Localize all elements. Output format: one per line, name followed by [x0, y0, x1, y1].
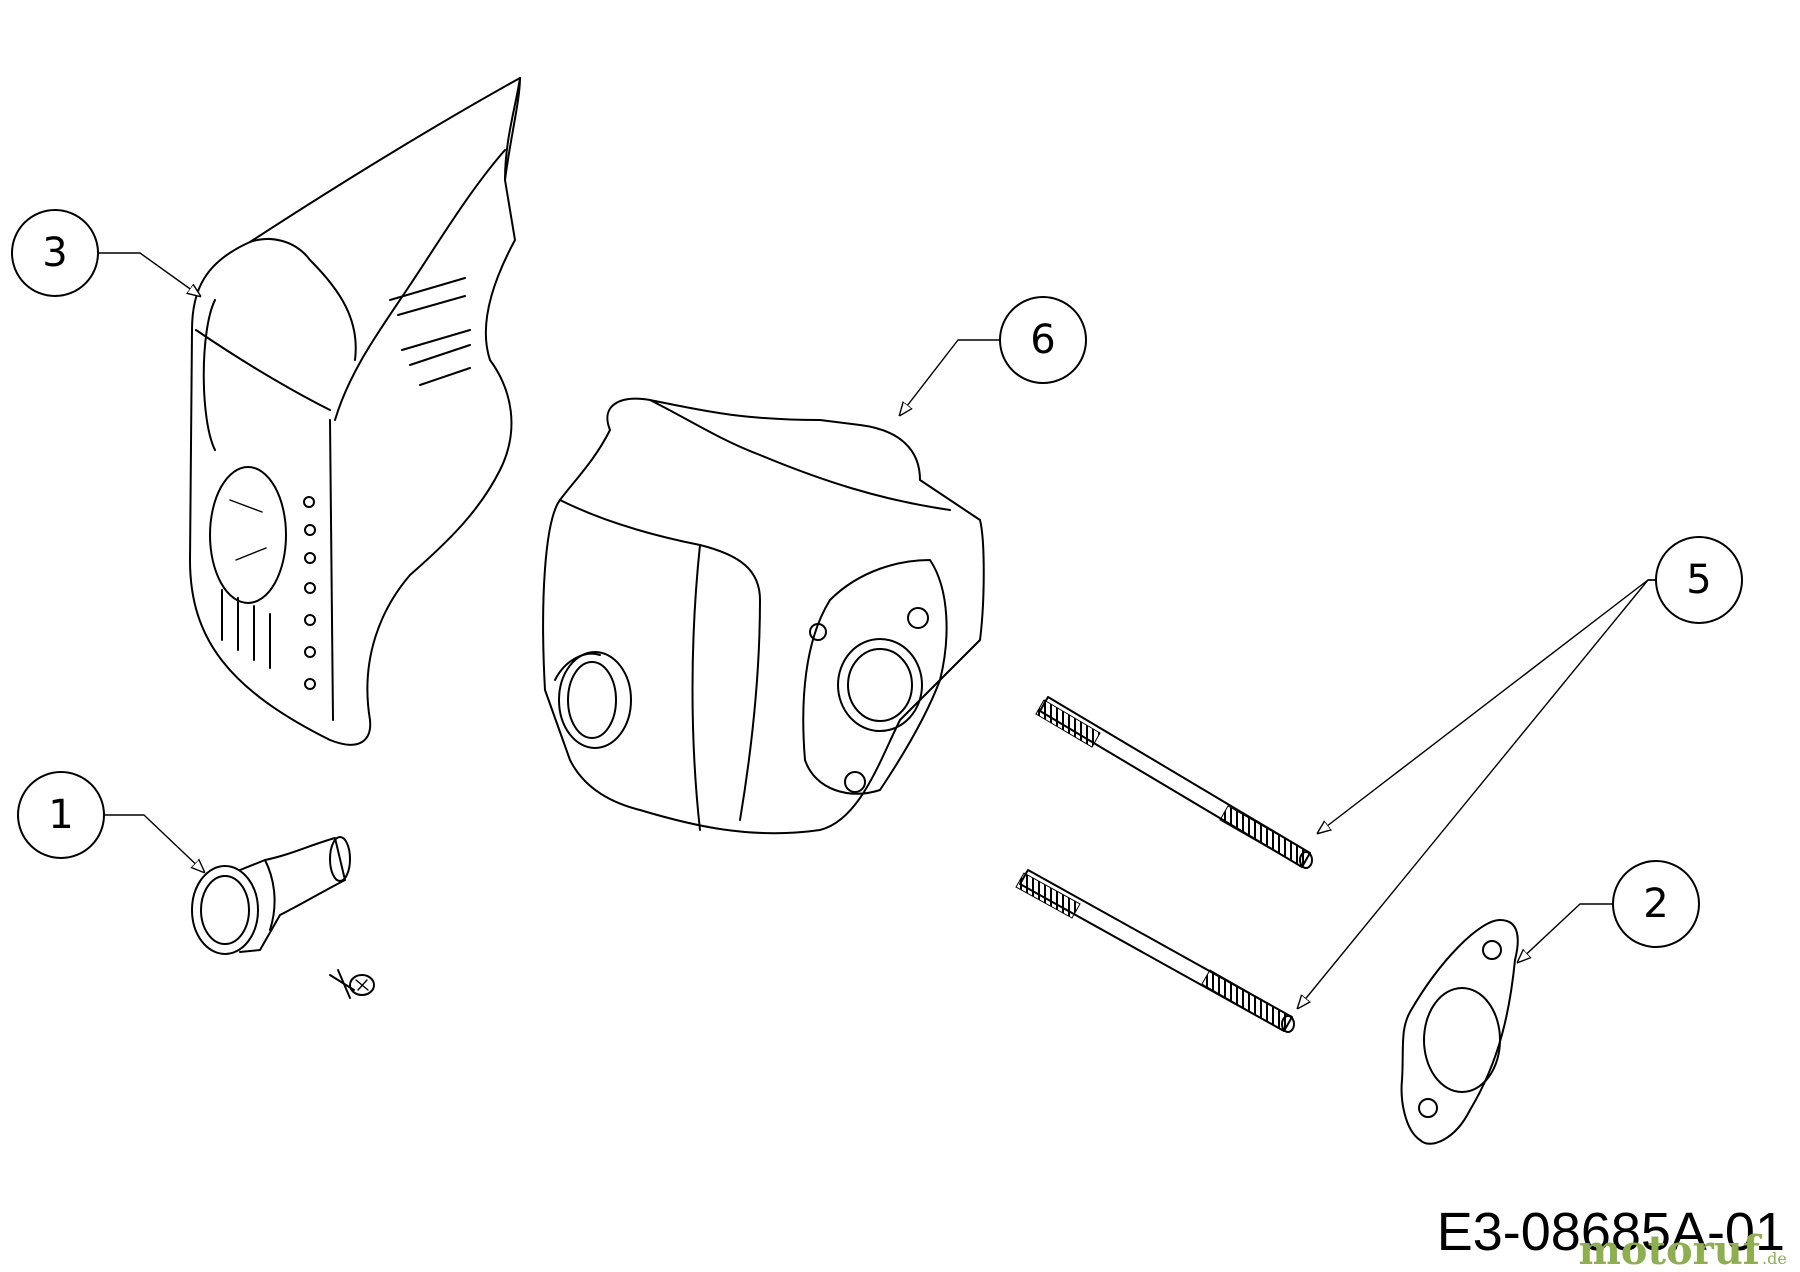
part-studs — [1015, 696, 1313, 1033]
part-muffler — [542, 397, 985, 835]
part-gasket — [1400, 919, 1519, 1145]
watermark-logo: motoruf — [1578, 1227, 1762, 1272]
leader-3 — [97, 252, 200, 296]
drawing-code: E3-08685A-01 — [1437, 1202, 1785, 1262]
callout-label: 3 — [42, 230, 67, 276]
leader-5b — [1298, 579, 1657, 1008]
part-spark-arrestor — [191, 836, 351, 955]
watermark-suffix: .de — [1762, 1249, 1787, 1268]
callout-6: 6 — [999, 296, 1087, 384]
stud-lower — [1015, 869, 1295, 1033]
callout-2: 2 — [1612, 860, 1700, 948]
callout-label: 2 — [1643, 881, 1668, 927]
callout-1: 1 — [17, 771, 105, 859]
callout-label: 6 — [1030, 317, 1055, 363]
screw-icon — [329, 969, 375, 999]
leader-2 — [1518, 903, 1614, 962]
callout-5: 5 — [1655, 536, 1743, 624]
stud-upper — [1035, 696, 1313, 869]
part-heat-shield — [189, 77, 521, 746]
leader-1 — [103, 814, 204, 872]
leader-6 — [900, 339, 1001, 415]
callout-label: 5 — [1686, 557, 1711, 603]
callout-label: 1 — [48, 792, 73, 838]
leader-lines — [97, 252, 1657, 1008]
callout-3: 3 — [11, 209, 99, 297]
leader-5a — [1318, 579, 1657, 833]
